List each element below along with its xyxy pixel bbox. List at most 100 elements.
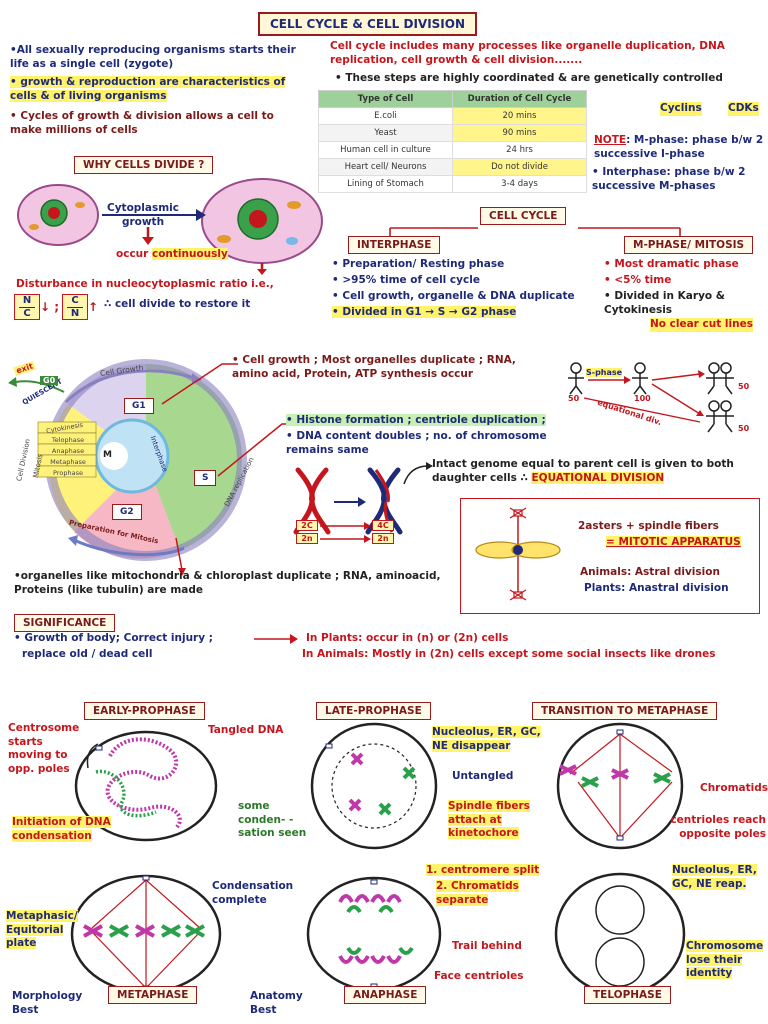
significance-title: SIGNIFICANCE xyxy=(14,614,116,632)
morphology-best-label: Morphology Best xyxy=(12,990,83,1016)
large-cell-icon xyxy=(201,178,323,264)
mitosis-phase: Prophase xyxy=(53,469,83,477)
aster-bottom-icon xyxy=(509,589,527,601)
nucleolus-reappear-label: Nucleolus, ER, GC, NE reap. xyxy=(672,864,766,891)
centrosome-label: Centrosome starts moving to opp. poles xyxy=(8,722,80,775)
spindle-fiber-right xyxy=(511,541,561,559)
early-prophase-title: EARLY-PROPHASE xyxy=(84,702,205,720)
chromatids-separate-label: 2. Chromatids separate xyxy=(436,880,556,907)
spindle-fibers-text: Spindle fibers attach at kinetochore xyxy=(448,800,530,840)
table-cell: Heart cell/ Neurons xyxy=(318,158,453,176)
anaphase-title: ANAPHASE xyxy=(344,986,427,1004)
mitosis-phase: Anaphase xyxy=(51,447,85,455)
chromosome-lose-label: Chromosome lose their identity xyxy=(686,940,766,981)
initiation-label: Initiation of DNA condensation xyxy=(12,816,132,843)
small-cell-icon xyxy=(17,184,99,246)
telophase-cell xyxy=(554,872,686,996)
centromere-split-label: 1. centromere split xyxy=(426,864,540,878)
prep-mitosis-arrow xyxy=(73,538,185,557)
cdks-label: CDKs xyxy=(728,102,759,116)
g0-arrowhead xyxy=(8,377,17,387)
table-cell: 90 mins xyxy=(452,124,587,142)
mitotic-apparatus-box xyxy=(460,498,760,614)
person-icon xyxy=(632,362,648,395)
table-cell: Yeast xyxy=(318,124,453,142)
mitosis-stages-diagram xyxy=(70,722,686,996)
cell-cycle-title: CELL CYCLE xyxy=(480,207,567,225)
tangled-dna-label: Tangled DNA xyxy=(208,724,284,736)
g2-note: •organelles like mitochondria & chloropl… xyxy=(14,570,441,596)
g2-box: G2 xyxy=(112,504,142,520)
transition-metaphase-title: TRANSITION TO METAPHASE xyxy=(532,702,718,720)
spindle-fibers-label: Spindle fibers attach at kinetochore xyxy=(448,800,558,841)
intro-bullet-1: •All sexually reproducing organisms star… xyxy=(10,44,296,70)
note-mphase: NOTE: M-phase: phase b/w 2 successive I-… xyxy=(594,134,764,161)
centrioles-label: centrioles reach opposite poles xyxy=(670,814,766,840)
ratio-nc: N C xyxy=(14,294,40,320)
why-cells-divide-title: WHY CELLS DIVIDE ? xyxy=(74,156,214,174)
cell-cycle-branches xyxy=(389,227,681,236)
mitosis-phase: Telophase xyxy=(51,436,85,444)
right-intro-line-1: Cell cycle includes many processes like … xyxy=(330,40,725,66)
intro-bullet-3: • Cycles of growth & division allows a c… xyxy=(10,110,274,136)
table-cell: Do not divide xyxy=(452,158,587,176)
ratio-up-arrow-icon: ↑ xyxy=(88,300,99,314)
mitosis-phase-list: Telophase Anaphase Metaphase Prophase xyxy=(40,424,96,479)
significance-animals: In Animals: Mostly in (2n) cells except … xyxy=(302,648,716,660)
two-people-icon xyxy=(706,400,734,433)
ratio-cn-num: C xyxy=(67,295,83,308)
right-arrow-icon xyxy=(254,634,298,644)
equational-division-text: Intact genome equal to parent cell is gi… xyxy=(432,458,762,485)
early-prophase-cell xyxy=(74,730,218,842)
arrows xyxy=(583,370,705,423)
metaphasic-plate-text: Metaphasic/ Equitorial plate xyxy=(6,910,78,950)
s-note-2: • DNA content doubles ; no. of chromosom… xyxy=(286,430,547,456)
s-phase-sector xyxy=(146,364,242,460)
intro-bullet-2: • growth & reproduction are characterist… xyxy=(10,76,302,103)
animals-astral: Animals: Astral division xyxy=(580,566,720,578)
interphase-item-1: • Preparation/ Resting phase xyxy=(332,258,505,270)
table-cell: 3-4 days xyxy=(452,175,587,193)
metaphase-title: METAPHASE xyxy=(108,986,198,1004)
ploidy-arrows xyxy=(320,522,371,543)
mitotic-apparatus-label: = MITOTIC APPARATUS xyxy=(606,536,741,550)
prep-mitosis-arrowhead xyxy=(68,535,78,546)
continuously-label: continuously xyxy=(151,248,228,260)
centromere-split-text: 1. centromere split xyxy=(426,864,540,876)
dna-replication-sector xyxy=(146,460,243,550)
s-note-1: • Histone formation ; centriole duplicat… xyxy=(286,414,546,428)
table-cell: Lining of Stomach xyxy=(318,175,453,193)
ratio-nc-den: C xyxy=(23,307,31,319)
note-mphase-text: : M-phase: phase b/w 2 successive I-phas… xyxy=(594,134,764,160)
down-arrow-icon xyxy=(142,227,154,245)
down-arrow-icon xyxy=(257,263,267,275)
g1-note: • Cell growth ; Most organelles duplicat… xyxy=(232,354,516,380)
mphase-title: M-PHASE/ MITOSIS xyxy=(624,236,754,254)
right-intro-line-2: • These steps are highly coordinated & a… xyxy=(335,72,723,84)
table-header-duration: Duration of Cell Cycle xyxy=(452,90,587,108)
person-icon xyxy=(568,362,584,395)
mitotic-apparatus-diagram xyxy=(475,507,561,601)
ploidy-after-c: 4C xyxy=(372,520,394,531)
note-label: NOTE xyxy=(594,134,627,146)
interphase-item-3: • Cell growth, organelle & DNA duplicate xyxy=(332,290,575,302)
count-50-right-top: 50 xyxy=(738,382,750,391)
ratio-down-arrow-icon: ↓ ; xyxy=(40,300,60,314)
anaphase-cell xyxy=(306,876,442,992)
condensation-complete-label: Condensation complete xyxy=(212,880,294,906)
equational-label: EQUATIONAL DIVISION xyxy=(531,471,665,484)
ratio-cn-den: N xyxy=(70,307,80,319)
cyclins-label: Cyclins xyxy=(660,102,702,116)
interphase-item-4-text: • Divided in G1 → S → G2 phase xyxy=(332,306,517,318)
telophase-title: TELOPHASE xyxy=(584,986,671,1004)
m-label: M xyxy=(103,450,112,460)
centromere xyxy=(513,545,523,555)
intro-bullet-2-text: • growth & reproduction are characterist… xyxy=(10,76,286,102)
count-100: 100 xyxy=(634,394,651,403)
cytoplasmic-growth-label: Cytoplasmic growth xyxy=(107,202,179,228)
chromatids-separate-text: 2. Chromatids separate xyxy=(436,880,519,906)
transition-metaphase-cell xyxy=(556,722,684,850)
occur-continuously: occur continuously xyxy=(116,248,228,262)
